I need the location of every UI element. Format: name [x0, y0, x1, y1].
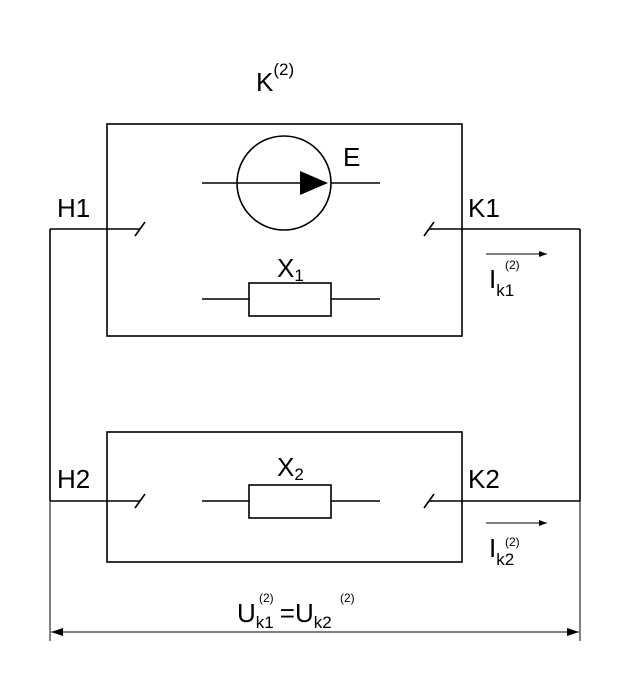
terminal-k2-marker-icon: [423, 493, 435, 509]
terminal-h1-label: H1: [57, 193, 90, 223]
voltage-left-base: U: [237, 598, 256, 628]
upper-block: [106, 123, 463, 337]
voltage-left-superscript: (2): [259, 591, 274, 605]
terminal-h2-marker-icon: [134, 493, 146, 509]
voltage-equals: =: [280, 598, 295, 628]
voltage-left-subscript: k1: [256, 613, 274, 632]
reactance-x2-base: X: [277, 452, 294, 482]
lower-block: [106, 431, 463, 563]
reactance-x1-base: X: [277, 253, 294, 283]
title-base: K: [256, 67, 274, 97]
source-label: E: [343, 142, 360, 172]
emf-source-arrowhead: [300, 171, 328, 195]
terminal-k1-marker-icon: [423, 221, 435, 237]
voltage-right-subscript: k2: [314, 613, 332, 632]
reactance-x2-label: X2: [277, 452, 304, 484]
current-1-base: I: [489, 264, 496, 294]
voltage-label: Uk1=Uk2: [237, 598, 332, 632]
terminal-k2-label: K2: [468, 464, 500, 494]
reactance-x2-subscript: 2: [294, 465, 303, 484]
reactance-x1-icon: [248, 282, 332, 317]
current-2-label: Ik2: [489, 533, 514, 569]
current-2-subscript: k2: [496, 550, 514, 569]
reactance-x2-icon: [248, 484, 332, 519]
current-1-subscript: k1: [496, 281, 514, 300]
terminal-k1-label: K1: [468, 193, 500, 223]
terminal-h2-label: H2: [57, 464, 90, 494]
voltage-right-superscript: (2): [340, 591, 355, 605]
current-2-superscript: (2): [505, 535, 520, 549]
current-2-base: I: [489, 533, 496, 563]
title-superscript: (2): [273, 60, 294, 79]
title-label: K(2): [256, 60, 294, 97]
terminal-h1-marker-icon: [134, 221, 146, 237]
current-1-label: Ik1: [489, 264, 514, 300]
reactance-x1-label: X1: [277, 253, 304, 285]
reactance-x1-subscript: 1: [294, 266, 303, 285]
current-1-superscript: (2): [505, 258, 520, 272]
voltage-right-base: U: [295, 598, 314, 628]
